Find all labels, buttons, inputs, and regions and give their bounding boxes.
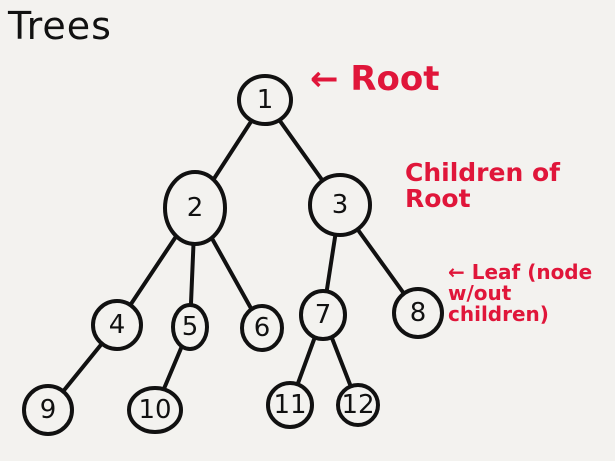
node-circle bbox=[22, 384, 74, 436]
children-of-root-annotation: Children of Root bbox=[405, 158, 561, 214]
node-label: 8 bbox=[410, 298, 427, 328]
node-label: 2 bbox=[187, 193, 204, 223]
node-circle bbox=[240, 304, 284, 352]
node-label: 11 bbox=[273, 390, 306, 420]
node-6: 6 bbox=[240, 304, 284, 352]
node-label: 4 bbox=[109, 310, 126, 340]
node-8: 8 bbox=[392, 287, 444, 339]
node-7: 7 bbox=[299, 289, 347, 341]
node-10: 10 bbox=[127, 386, 183, 434]
node-circle bbox=[392, 287, 444, 339]
node-label: 9 bbox=[40, 395, 57, 425]
node-circle bbox=[299, 289, 347, 341]
node-label: 10 bbox=[138, 395, 171, 425]
node-12: 12 bbox=[336, 383, 380, 427]
node-circle bbox=[127, 386, 183, 434]
leaf-annotation: ← Leaf (node w/out children) bbox=[448, 260, 593, 326]
node-5: 5 bbox=[171, 303, 209, 351]
node-label: 3 bbox=[332, 190, 349, 220]
node-circle bbox=[171, 303, 209, 351]
diagram-title: Trees bbox=[8, 4, 112, 48]
node-4: 4 bbox=[91, 299, 143, 351]
root-annotation: ← Root bbox=[310, 59, 440, 99]
node-label: 5 bbox=[182, 312, 199, 342]
node-circle bbox=[163, 170, 227, 246]
node-circle bbox=[336, 383, 380, 427]
node-label: 6 bbox=[254, 313, 271, 343]
node-1: 1 bbox=[237, 74, 293, 126]
node-label: 1 bbox=[257, 85, 274, 115]
node-11: 11 bbox=[266, 381, 314, 429]
node-circle bbox=[237, 74, 293, 126]
node-2: 2 bbox=[163, 170, 227, 246]
node-label: 12 bbox=[341, 390, 374, 420]
node-circle bbox=[91, 299, 143, 351]
node-9: 9 bbox=[22, 384, 74, 436]
node-circle bbox=[266, 381, 314, 429]
node-circle bbox=[308, 173, 372, 237]
node-label: 7 bbox=[315, 300, 332, 330]
node-3: 3 bbox=[308, 173, 372, 237]
